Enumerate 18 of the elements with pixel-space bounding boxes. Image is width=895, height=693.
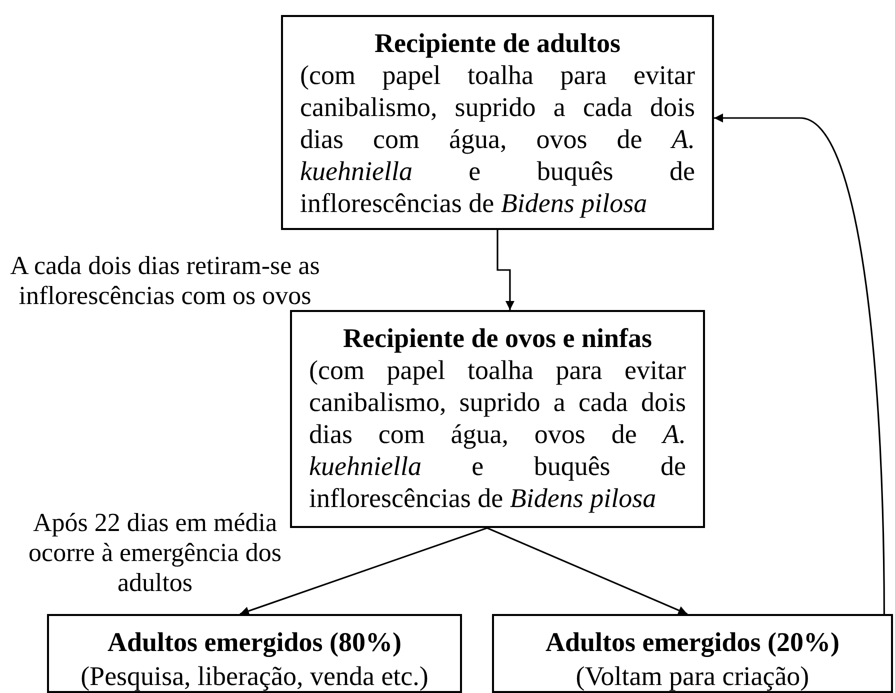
box-heading: Recipiente de adultos [374,27,622,59]
arrow [496,230,514,310]
annotation-text: A cada dois dias retiram-se as inflorescências com os ovos [9,251,321,311]
arrow [486,527,688,615]
process-box [281,15,714,230]
box-description: (Pesquisa, liberação, venda etc.) [80,660,430,691]
process-box [47,614,462,693]
arrow [240,527,488,616]
box-heading: Adultos emergidos (80%) [106,626,402,658]
box-description: (com papel toalha para evitar canibalismo, suprido a cada dois dias com água, ovos de A. kuehniella e buquês de inflorescências de Bidens pilosa [309,354,686,514]
box-heading: Recipiente de ovos e ninfas [342,322,653,354]
process-box [492,614,893,693]
box-description: (Voltam para criação) [574,660,810,691]
annotation-text: Após 22 dias em média ocorre à emergência dos adultos [28,508,282,598]
process-box [290,310,705,528]
box-description: (com papel toalha para evitar canibalismo, suprido a cada dois dias com água, ovos de A. kuehniella e buquês de inflorescências de Bidens pilosa [300,59,695,219]
arrow [714,114,885,614]
box-heading: Adultos emergidos (20%) [544,626,840,658]
